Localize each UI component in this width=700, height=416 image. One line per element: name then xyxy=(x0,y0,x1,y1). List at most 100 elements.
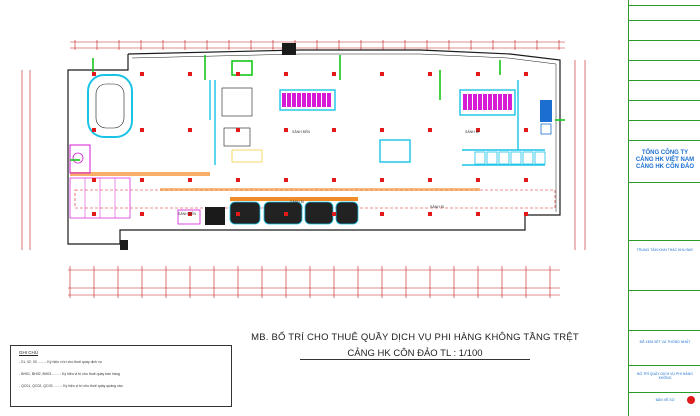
counter-desk xyxy=(292,93,296,107)
counter-desk xyxy=(508,94,512,110)
column-marker xyxy=(332,72,336,76)
counter-desk xyxy=(534,151,546,165)
service-booths xyxy=(221,87,263,163)
legend-heading: GHI CHÚ xyxy=(19,350,38,355)
title-block-divider xyxy=(629,140,700,141)
column-marker xyxy=(92,72,96,76)
counter-desk xyxy=(312,93,316,107)
column-marker xyxy=(476,212,480,216)
title-block-divider xyxy=(629,182,700,183)
lower-shop-units xyxy=(177,197,359,225)
counter-desk xyxy=(522,151,534,165)
room-label: SẢNH ĐẾN xyxy=(292,130,311,134)
column-marker xyxy=(236,178,240,182)
column-marker xyxy=(380,72,384,76)
column-marker xyxy=(380,212,384,216)
title-block-divider xyxy=(629,240,700,241)
title-block-text: ĐÃ XEM XÉT VÀ THỐNG NHẤT xyxy=(639,340,691,344)
counter-desk xyxy=(287,93,291,107)
column-marker xyxy=(476,178,480,182)
column-marker xyxy=(92,212,96,216)
column-marker xyxy=(476,128,480,132)
counter-desk xyxy=(493,94,497,110)
company-name: TỔNG CÔNG TY CẢNG HK VIỆT NAM CẢNG HK CÔ… xyxy=(635,150,695,170)
checkin-counters xyxy=(282,93,546,165)
drawing-mark-icon xyxy=(687,396,695,404)
title-block-divider xyxy=(629,20,700,21)
title-block: TỔNG CÔNG TY CẢNG HK VIỆT NAM CẢNG HK CÔ… xyxy=(628,0,700,416)
column-marker xyxy=(284,72,288,76)
column-marker xyxy=(140,178,144,182)
title-block-divider xyxy=(629,392,700,393)
baggage-carousel xyxy=(87,74,133,138)
column-marker xyxy=(140,128,144,132)
counter-desk xyxy=(322,93,326,107)
counter-desk xyxy=(498,151,510,165)
title-block-divider xyxy=(629,60,700,61)
column-marker xyxy=(380,128,384,132)
counter-desk xyxy=(498,94,502,110)
column-marker xyxy=(428,72,432,76)
column-marker xyxy=(332,212,336,216)
title-block-divider xyxy=(629,365,700,366)
legend-box: GHI CHÚ - 01, 02, 03 ........: Ký hiệu v… xyxy=(10,345,232,407)
counter-desk xyxy=(463,94,467,110)
title-block-text: TRUNG TÂM KHAI THÁC KHU BAY xyxy=(636,248,694,252)
column-marker xyxy=(92,178,96,182)
column-marker xyxy=(188,128,192,132)
top-dimension-line xyxy=(70,40,565,50)
column-marker xyxy=(92,128,96,132)
counter-desk xyxy=(510,151,522,165)
title-block-text: BẢN VẼ SỐ xyxy=(655,398,675,402)
column-marker xyxy=(428,128,432,132)
counter-desk xyxy=(474,151,486,165)
top-stair xyxy=(120,43,296,250)
counter-desk xyxy=(282,93,286,107)
counter-desk xyxy=(327,93,331,107)
column-marker xyxy=(236,128,240,132)
room-label: SẢNH ĐI xyxy=(465,130,480,134)
conveyor-lines xyxy=(209,80,545,166)
room-label: SẢNH ĐI xyxy=(430,205,445,209)
title-block-divider xyxy=(629,40,700,41)
green-elements xyxy=(70,55,565,161)
title-block-divider xyxy=(629,120,700,121)
left-dimension-lines xyxy=(21,60,586,250)
legend-row: - BH01, BH02, BH03 ........: Ký hiệu vị … xyxy=(19,372,120,376)
title-block-divider xyxy=(629,290,700,291)
title-block-text: BỐ TRÍ QUẦY DỊCH VỤ PHI HÀNG KHÔNG xyxy=(637,372,693,380)
column-marker xyxy=(428,178,432,182)
counter-desk xyxy=(317,93,321,107)
building-outline xyxy=(67,49,561,245)
column-marker xyxy=(524,178,528,182)
restroom-block xyxy=(69,144,131,219)
structural-columns xyxy=(92,72,528,216)
title-block-divider xyxy=(629,80,700,81)
column-marker xyxy=(284,212,288,216)
column-marker xyxy=(140,212,144,216)
legend-row: - QC01, QC02, QC03 ........: Ký hiệu vị … xyxy=(19,384,123,388)
column-marker xyxy=(524,72,528,76)
drawing-title: MB. BỐ TRÍ CHO THUÊ QUẦY DỊCH VỤ PHI HÀN… xyxy=(251,332,579,343)
room-label: SẢNH ĐI xyxy=(290,200,305,204)
bottom-dimension-lines xyxy=(68,266,560,298)
room-label: SẢNH ĐẾN xyxy=(178,212,197,216)
column-marker xyxy=(236,72,240,76)
counter-desk xyxy=(302,93,306,107)
counter-desk xyxy=(468,94,472,110)
title-block-divider xyxy=(629,330,700,331)
counter-desk xyxy=(486,151,498,165)
column-marker xyxy=(524,128,528,132)
drawing-subtitle: CẢNG HK CÔN ĐẢO TL : 1/100 xyxy=(300,348,530,360)
column-marker xyxy=(188,178,192,182)
column-marker xyxy=(476,72,480,76)
column-marker xyxy=(284,128,288,132)
column-marker xyxy=(284,178,288,182)
title-block-divider xyxy=(629,100,700,101)
legend-row: - 01, 02, 03 ........: Ký hiệu vị trí ch… xyxy=(19,360,102,364)
column-marker xyxy=(380,178,384,182)
column-marker xyxy=(188,212,192,216)
title-block-divider xyxy=(629,5,700,6)
column-marker xyxy=(236,212,240,216)
counter-desk xyxy=(473,94,477,110)
